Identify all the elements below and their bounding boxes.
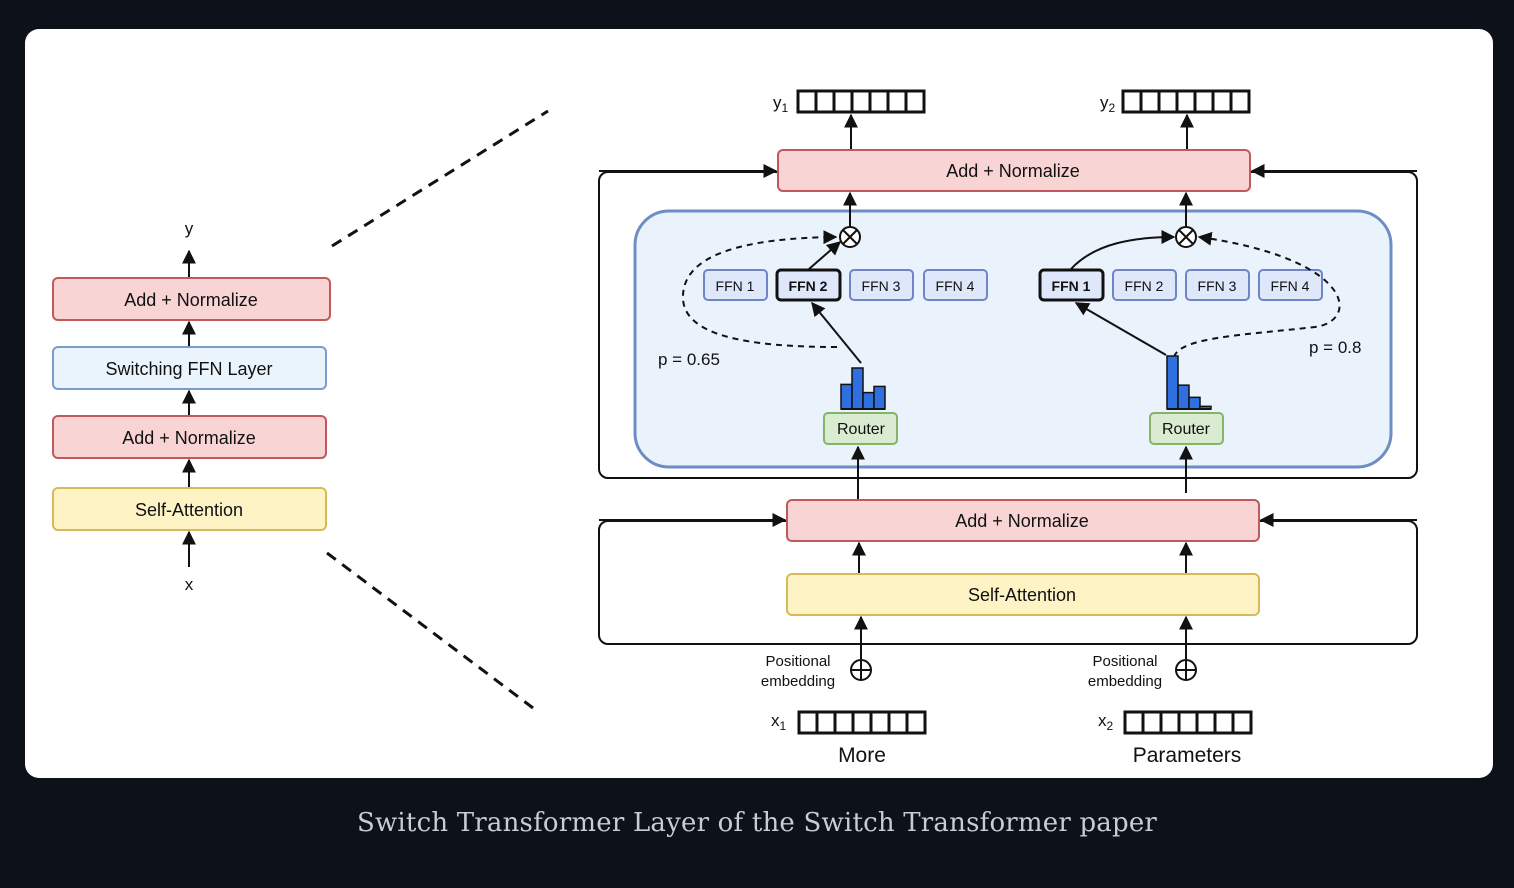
x2-vector xyxy=(1123,710,1253,735)
router-1-label: Router xyxy=(837,421,886,438)
positional-embedding-1-line1: Positional xyxy=(765,653,830,670)
figure-card: y Add + Normalize Switching FFN Layer Ad… xyxy=(25,29,1493,778)
y2-label: y2 xyxy=(1100,93,1116,115)
positional-embedding-2-line1: Positional xyxy=(1092,653,1157,670)
figure-caption: Switch Transformer Layer of the Switch T… xyxy=(356,808,1158,838)
hist2-bar-2 xyxy=(1177,384,1190,410)
x2-token-word: Parameters xyxy=(1133,744,1242,767)
router-1: Router xyxy=(823,412,898,445)
hist1-bar-1 xyxy=(840,383,853,410)
self-attention-label: Self-Attention xyxy=(968,585,1076,605)
multiply-icon-2 xyxy=(1175,226,1197,248)
x2-label: x2 xyxy=(1098,711,1114,733)
left-switching-ffn-label: Switching FFN Layer xyxy=(105,359,272,379)
hist2-bar-3 xyxy=(1188,396,1201,410)
router-1-distribution xyxy=(840,367,886,410)
left-switching-ffn-layer xyxy=(52,346,327,390)
positional-embedding-1-line2: embedding xyxy=(761,673,835,690)
hist2-bar-1 xyxy=(1166,355,1179,410)
add-icon-1 xyxy=(850,659,872,681)
top-add-normalize xyxy=(777,149,1251,192)
left-input-label: x xyxy=(185,575,194,594)
add-icon-2 xyxy=(1175,659,1197,681)
router-2-label: Router xyxy=(1162,421,1211,438)
switch-transformer-diagram: y Add + Normalize Switching FFN Layer Ad… xyxy=(52,89,1418,767)
multiply-icon-1 xyxy=(839,226,861,248)
left-add-normalize-top xyxy=(52,277,331,321)
svg-text:FFN 2: FFN 2 xyxy=(789,278,828,294)
left-stack: y Add + Normalize Switching FFN Layer Ad… xyxy=(52,219,331,594)
svg-text:FFN 3: FFN 3 xyxy=(1198,278,1237,294)
zoom-line-bottom xyxy=(326,551,534,710)
svg-text:FFN 2: FFN 2 xyxy=(1125,278,1164,294)
left-add-normalize-bottom xyxy=(52,415,327,459)
zoom-line-top xyxy=(331,109,549,248)
expert-ffn-4-token1: FFN 4 xyxy=(923,269,988,301)
y1-label: y1 xyxy=(773,93,789,115)
switching-ffn-layer xyxy=(633,209,1393,469)
hist1-bar-2 xyxy=(851,367,864,410)
gate-path-1 xyxy=(681,230,838,348)
hist1-bar-4 xyxy=(873,385,886,410)
expert-ffn-2-token1-selected: FFN 2 xyxy=(775,268,842,302)
probability-1-label: p = 0.65 xyxy=(658,350,720,369)
left-add-normalize-bottom-label: Add + Normalize xyxy=(122,428,256,448)
expert-ffn-3-token1: FFN 3 xyxy=(849,269,914,301)
left-self-attention-label: Self-Attention xyxy=(135,500,243,520)
gate-path-2 xyxy=(1173,231,1341,358)
left-output-label: y xyxy=(185,219,194,238)
svg-text:FFN 1: FFN 1 xyxy=(716,278,755,294)
svg-text:FFN 3: FFN 3 xyxy=(862,278,901,294)
router-2-distribution xyxy=(1166,355,1212,410)
mid-add-normalize xyxy=(786,499,1260,542)
expert-ffn-2-token2: FFN 2 xyxy=(1112,269,1177,301)
left-add-normalize-top-label: Add + Normalize xyxy=(124,290,258,310)
mid-add-normalize-label: Add + Normalize xyxy=(955,511,1089,531)
self-attention xyxy=(786,573,1260,616)
probability-2-label: p = 0.8 xyxy=(1309,338,1361,357)
x1-vector xyxy=(797,710,927,735)
x1-token-word: More xyxy=(838,744,886,767)
left-self-attention xyxy=(52,487,327,531)
expert-ffn-1-token1: FFN 1 xyxy=(703,269,768,301)
x1-label: x1 xyxy=(771,711,787,733)
svg-text:FFN 4: FFN 4 xyxy=(936,278,975,294)
svg-text:FFN 4: FFN 4 xyxy=(1271,278,1310,294)
router-2: Router xyxy=(1149,412,1224,445)
expert-ffn-4-token2: FFN 4 xyxy=(1258,269,1323,301)
top-add-normalize-label: Add + Normalize xyxy=(946,161,1080,181)
y2-vector xyxy=(1121,89,1251,114)
expert-ffn-3-token2: FFN 3 xyxy=(1185,269,1250,301)
y1-vector xyxy=(796,89,926,114)
svg-text:FFN 1: FFN 1 xyxy=(1052,278,1091,294)
positional-embedding-2-line2: embedding xyxy=(1088,673,1162,690)
hist1-bar-3 xyxy=(862,391,875,410)
right-detail: y1 y2 Add + Normalize xyxy=(598,89,1418,767)
expert-ffn-1-token2-selected: FFN 1 xyxy=(1038,268,1105,302)
